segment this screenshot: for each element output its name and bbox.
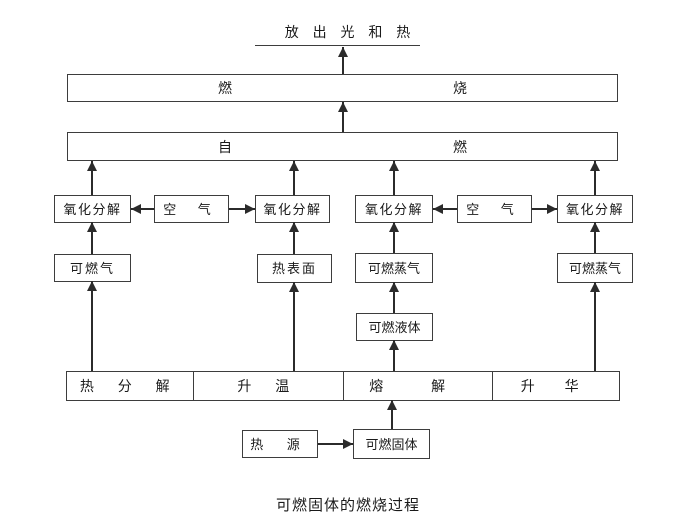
combustion-char-right: 烧 [453,80,467,96]
spontaneous-char-right: 燃 [453,138,467,155]
arrow-solid-to-processstrip [387,400,397,429]
arrow-oxidation4-to-spontaneous [590,161,600,195]
arrow-sublimation-to-vapor [590,282,600,371]
arrow-temperature-to-hotsurface [289,282,299,371]
combustible-vapor-box-right: 可燃蒸气 [557,253,633,283]
spontaneous-char-left: 自 [218,138,232,155]
arrow-hotsurface-to-oxidation2 [289,222,299,254]
arrow-oxidation3-to-spontaneous [389,161,399,195]
diagram-caption: 可燃固体的燃烧过程 [275,497,420,514]
combustion-box: 燃 烧 [67,74,618,102]
oxidation-decomposition-box-3: 氧化分解 [355,195,433,223]
arrow-air1-to-oxidation2 [229,204,255,214]
arrow-vapor-to-oxidation4 [590,222,600,253]
arrow-spontaneous-to-combustion [338,102,348,132]
arrow-air1-to-oxidation1 [131,204,154,214]
arrow-oxidation1-to-spontaneous [87,161,97,195]
combustible-vapor-box-left: 可燃蒸气 [355,253,433,283]
sublimation-cell: 升 华 [492,372,619,400]
oxidation-decomposition-box-1: 氧化分解 [54,195,131,223]
arrow-melting-to-liquid [389,340,399,371]
process-strip: 热 分 解 升 温 熔 解 升 华 [66,371,620,401]
arrow-vapor-to-oxidation3 [389,222,399,253]
arrow-oxidation2-to-spontaneous [289,161,299,195]
oxidation-decomposition-box-2: 氧化分解 [255,195,330,223]
release-light-heat-label: 放 出 光 和 热 [284,24,416,40]
heat-source-box: 热 源 [242,430,318,458]
spontaneous-ignition-box: 自 燃 [67,132,618,161]
air-box-2: 空 气 [457,195,532,223]
output-underline [255,45,420,46]
combustible-liquid-box: 可燃液体 [356,313,433,341]
air-box-1: 空 气 [154,195,229,223]
thermal-decomposition-cell: 热 分 解 [79,378,180,394]
arrow-decomposition-to-gas [87,281,97,371]
arrow-air2-to-oxidation3 [433,204,457,214]
oxidation-decomposition-box-4: 氧化分解 [557,195,633,223]
combustion-char-left: 燃 [218,80,232,96]
temperature-rise-cell: 升 温 [192,372,343,400]
combustible-gas-box: 可燃气 [54,254,131,282]
hot-surface-box: 热表面 [257,254,332,283]
arrow-liquid-to-vapor [389,282,399,313]
arrow-air2-to-oxidation4 [532,204,557,214]
combustible-solid-box: 可燃固体 [353,429,430,459]
melting-cell: 熔 解 [343,372,492,400]
arrow-heatsource-to-solid [318,439,353,449]
arrow-gas-to-oxidation1 [87,222,97,254]
arrow-combustion-to-output [338,47,348,74]
